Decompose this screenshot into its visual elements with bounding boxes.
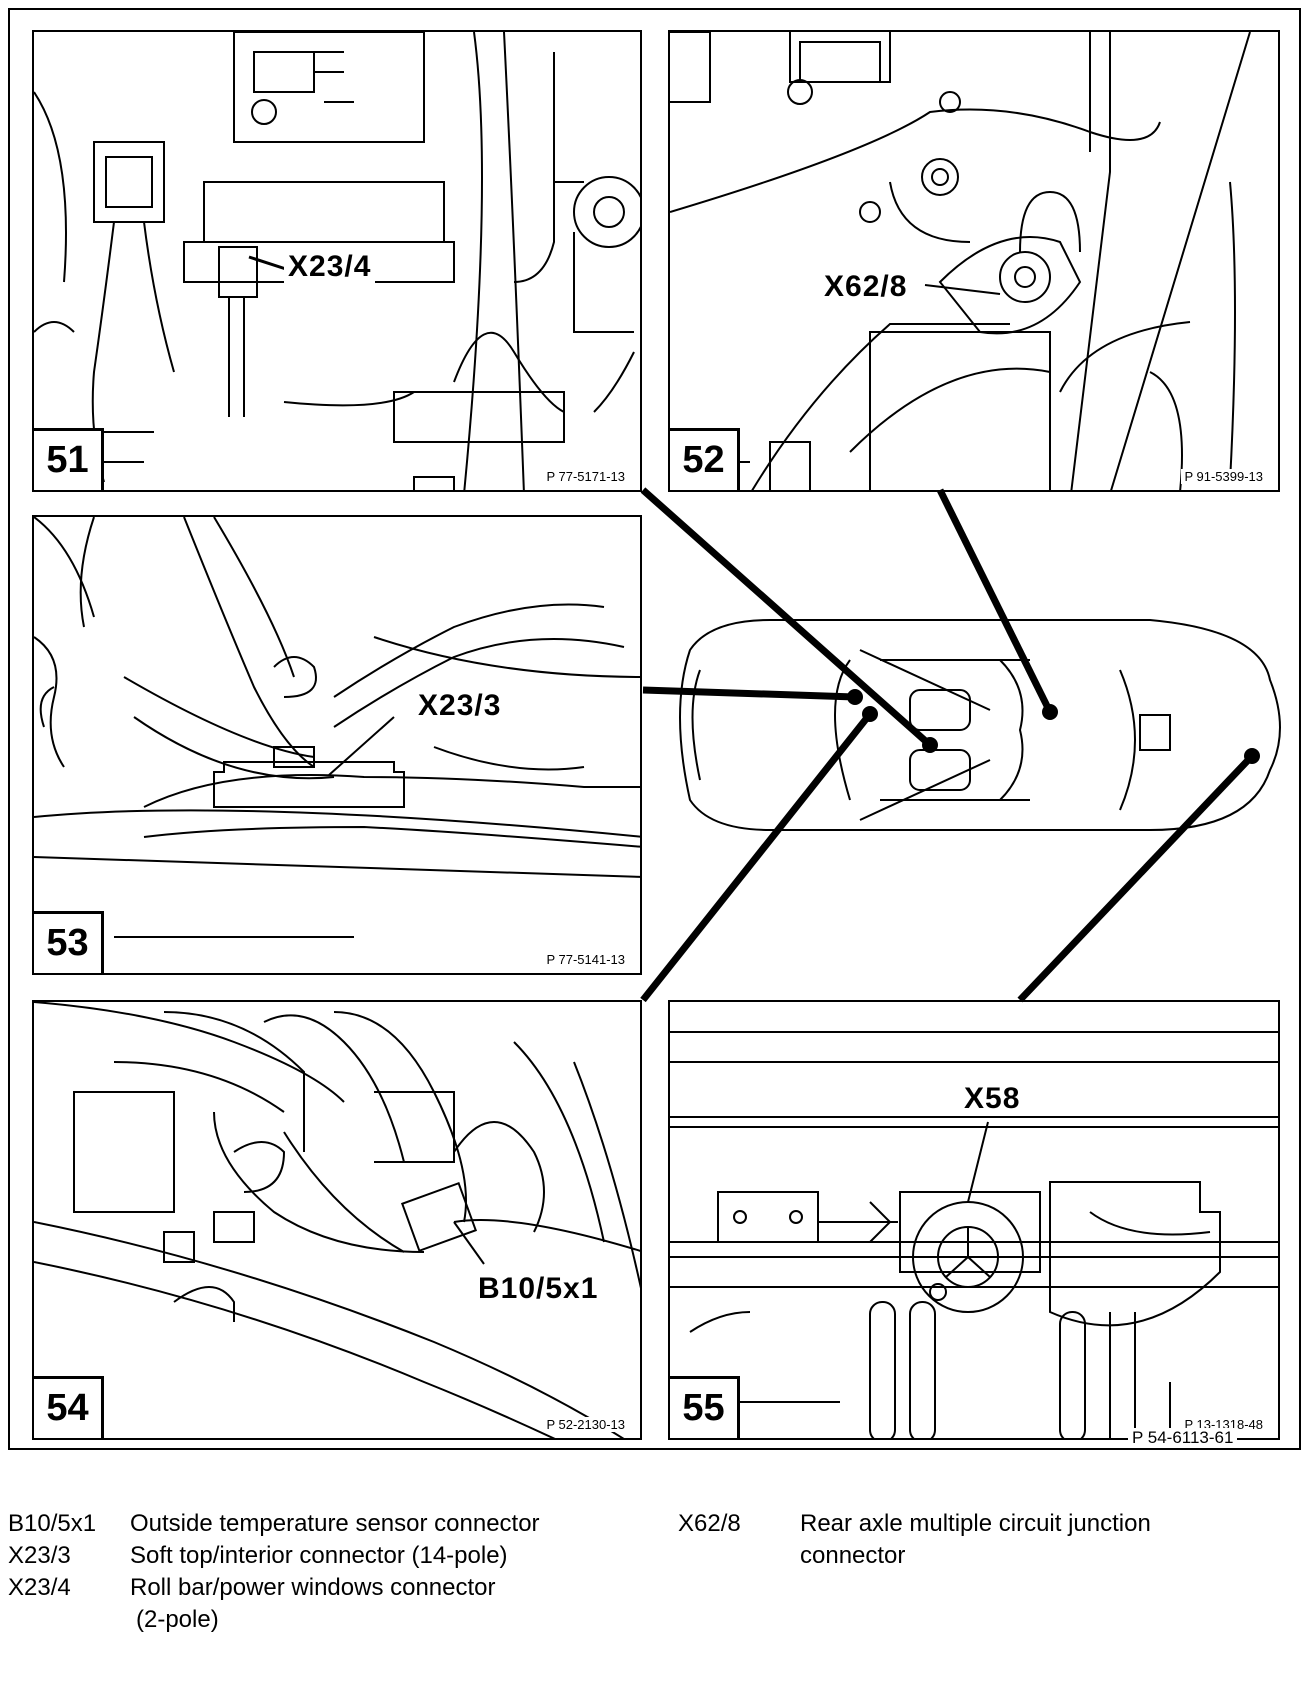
panel-number: 55 (670, 1376, 740, 1438)
figure-frame (8, 8, 1301, 1450)
legend-description: (2-pole) (136, 1606, 219, 1633)
panel-number: 53 (34, 911, 104, 973)
panel-55-drawing (670, 1031, 1278, 1438)
legend-code: X23/4 (8, 1574, 71, 1601)
legend-code: B10/5x1 (8, 1510, 97, 1537)
panel-54: B10/5x1 54 P 52-2130-13 (32, 1000, 642, 1440)
panel-52: X62/8 52 P 91-5399-13 (668, 30, 1280, 492)
vehicle-overview (640, 487, 1281, 1003)
connector-label-x62-8: X62/8 (820, 270, 912, 304)
legend-description: Outside temperature sensor connector (130, 1510, 540, 1537)
panel-number: 52 (670, 428, 740, 490)
legend-description: Rear axle multiple circuit junction (800, 1510, 1151, 1537)
panel-reference: P 77-5171-13 (543, 469, 628, 484)
car-top-view (679, 619, 1281, 831)
panel-number: 54 (34, 1376, 104, 1438)
panel-53: X23/3 53 P 77-5141-13 (32, 515, 642, 975)
figure-reference: P 54-6113-61 (1128, 1428, 1238, 1448)
panel-reference: P 77-5141-13 (543, 952, 628, 967)
panel-55: X58 55 P 13-1318-48 (668, 1000, 1280, 1440)
panel-51: X23/4 51 P 77-5171-13 (32, 30, 642, 492)
connector-label-x23-3: X23/3 (414, 689, 506, 723)
legend-description: connector (800, 1542, 906, 1569)
panel-53-drawing (34, 517, 640, 938)
legend-code: X23/3 (8, 1542, 71, 1569)
connector-label-b10-5x1: B10/5x1 (474, 1272, 603, 1306)
connector-label-x23-4: X23/4 (284, 250, 376, 284)
panel-number: 51 (34, 428, 104, 490)
legend-description: Soft top/interior connector (14-pole) (130, 1542, 508, 1569)
leader-lines (640, 487, 1255, 1003)
connector-label-x58: X58 (960, 1082, 1025, 1116)
location-dots (847, 689, 1260, 764)
panel-52-drawing (670, 32, 1251, 490)
panel-54-drawing (34, 1002, 640, 1438)
panel-reference: P 91-5399-13 (1181, 469, 1266, 484)
legend-description: Roll bar/power windows connector (130, 1574, 496, 1601)
panel-51-drawing (34, 32, 640, 490)
legend-code: X62/8 (678, 1510, 741, 1537)
panel-reference: P 52-2130-13 (543, 1417, 628, 1432)
